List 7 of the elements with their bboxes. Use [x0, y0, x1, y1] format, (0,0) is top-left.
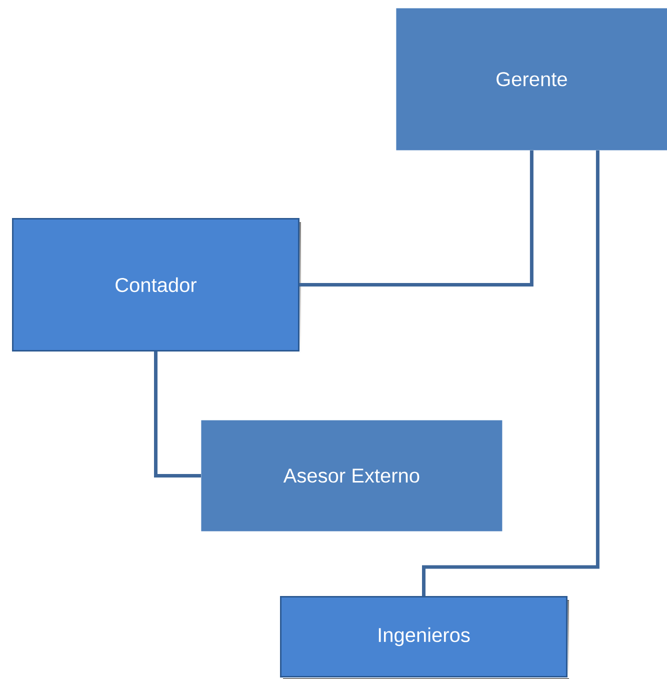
- connector-line: [154, 352, 201, 478]
- org-box: Gerente: [396, 8, 667, 150]
- connector-line: [422, 150, 600, 596]
- org-box: Contador: [12, 218, 301, 354]
- connector-line: [300, 150, 534, 286]
- org-box: Ingenieros: [280, 596, 569, 679]
- org-box: Asesor Externo: [201, 420, 502, 532]
